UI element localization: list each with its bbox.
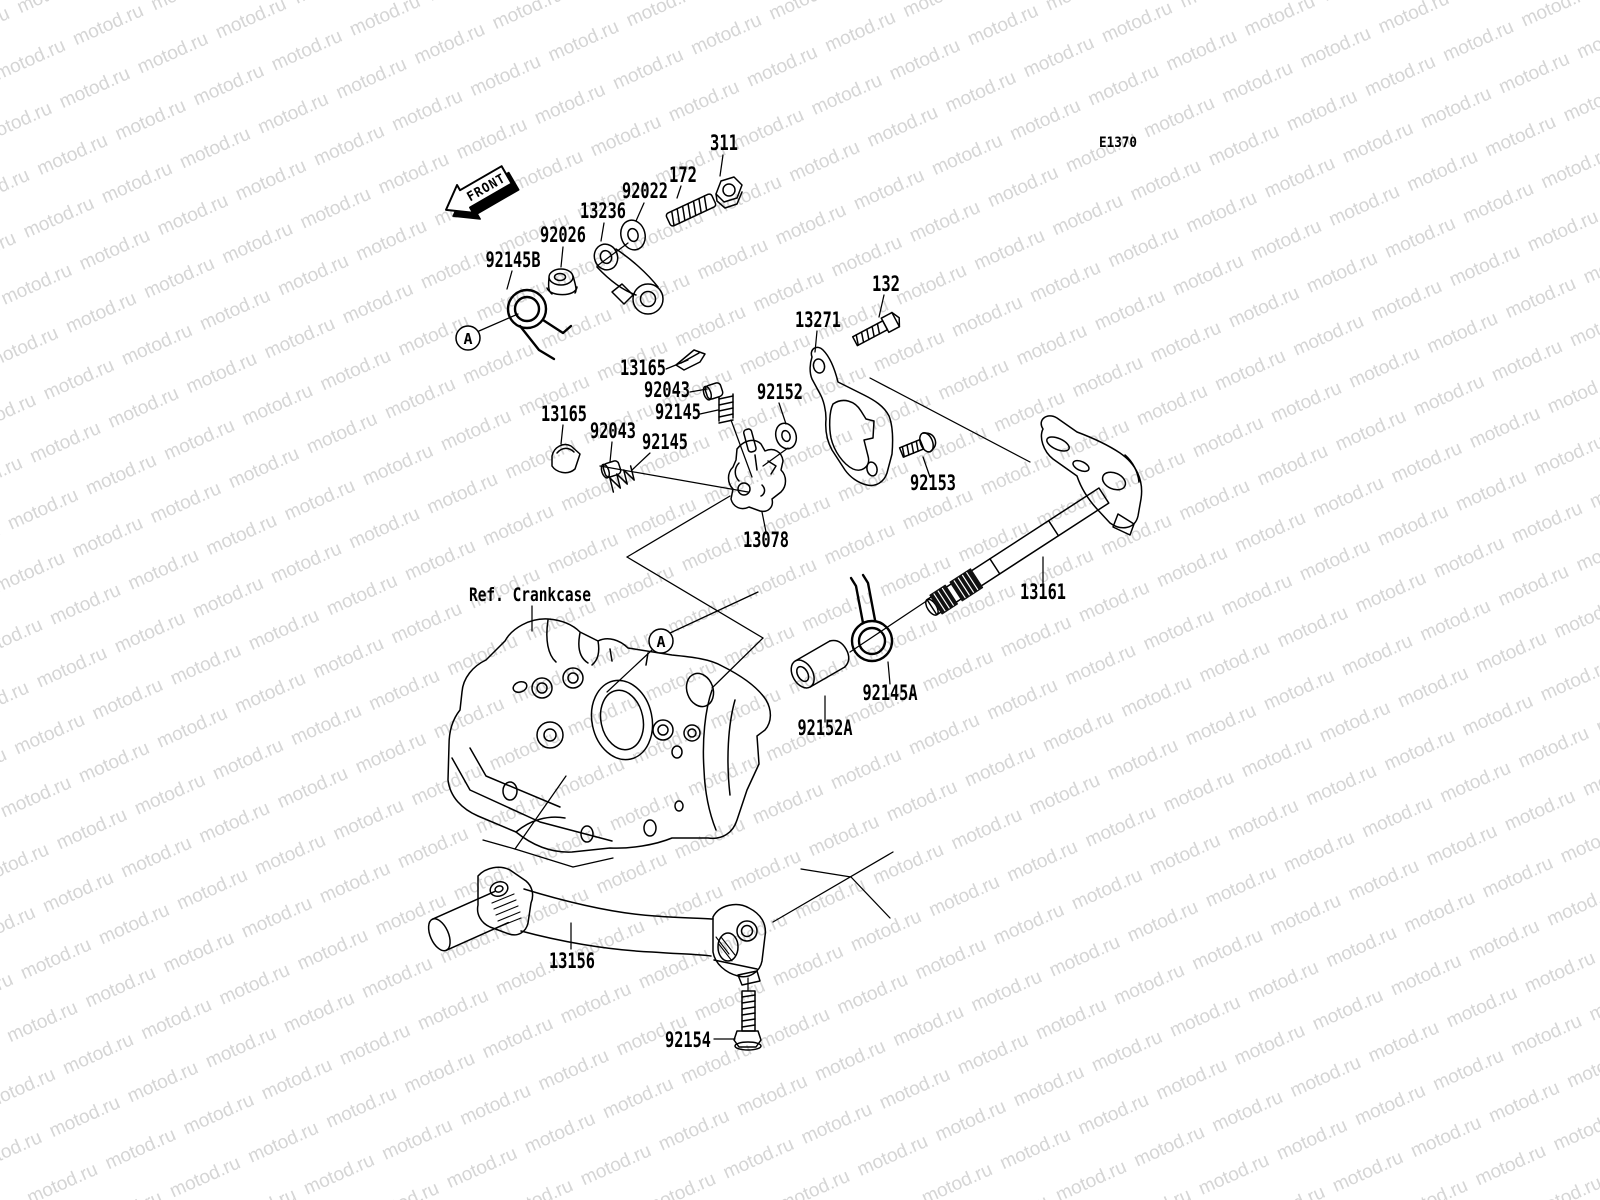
part-drawing-spring-92145-lower [609,465,635,493]
part-label-13165-upper: 13165 [620,356,666,380]
part-drawing-lever-13236 [593,243,664,315]
part-label-92145b: 92145B [486,248,541,272]
part-drawing-bolt-92153 [898,432,937,458]
detail-marker-a-1-label: A [463,330,472,348]
part-drawing-nut-311 [715,176,743,209]
part-label-92026: 92026 [540,223,586,247]
part-drawing-screw-172 [665,193,717,227]
part-drawing-spring-92145-upper [718,393,734,424]
detail-marker-a-2: A [648,628,674,654]
part-label-92145-lower: 92145 [642,430,688,454]
part-drawing-gear-change-pedal-13156 [427,866,767,986]
sheet-code: E1370 [1099,135,1137,151]
part-drawing-pawl-13165-upper [675,349,706,371]
crankcase-drawing [447,618,772,853]
part-drawing-bolt-92154 [733,990,762,1051]
front-arrow-face [445,165,513,214]
part-drawing-bolt-132 [851,311,901,347]
part-drawing-bracket-plate-13271 [809,346,894,487]
part-label-92043-lower: 92043 [590,419,636,443]
part-label-92152a: 92152A [798,716,853,740]
part-label-92152: 92152 [757,380,803,404]
part-label-92153: 92153 [910,471,956,495]
part-label-311: 311 [710,131,738,155]
part-label-92145-upper: 92145 [655,400,701,424]
part-label-172: 172 [669,163,697,187]
assembly-pointer-lines [482,377,1031,923]
part-drawing-collar-92026 [546,268,578,296]
part-drawing-pin-92043-upper [702,382,724,401]
part-drawing-washer-92022 [620,219,646,251]
part-drawing-return-spring-92145a [849,573,894,663]
leader-lines [478,154,1044,1040]
part-label-132: 132 [872,272,900,296]
front-direction-arrow: FRONT [445,165,520,220]
part-label-92154: 92154 [665,1028,711,1052]
crankcase-ref-label: Ref. Crankcase [469,584,591,606]
part-label-92022: 92022 [622,179,668,203]
part-label-92043-upper: 92043 [644,378,690,402]
part-label-13236: 13236 [580,199,626,223]
part-label-13156: 13156 [549,949,595,973]
part-drawing-bushing-92152a [790,639,850,689]
part-label-13161: 13161 [1020,580,1066,604]
detail-marker-a-1: A [455,325,481,351]
part-label-13078: 13078 [743,528,789,552]
part-drawing-pawl-13165-lower [551,443,581,474]
part-label-92145a: 92145A [863,681,918,705]
detail-marker-a-2-label: A [656,633,665,651]
part-drawing-shift-shaft-13161 [925,415,1143,616]
part-label-13271: 13271 [795,308,841,332]
part-label-13165-lower: 13165 [541,402,587,426]
part-drawing-washer-92152 [774,422,798,450]
part-drawing-return-spring-92145b [506,288,573,361]
